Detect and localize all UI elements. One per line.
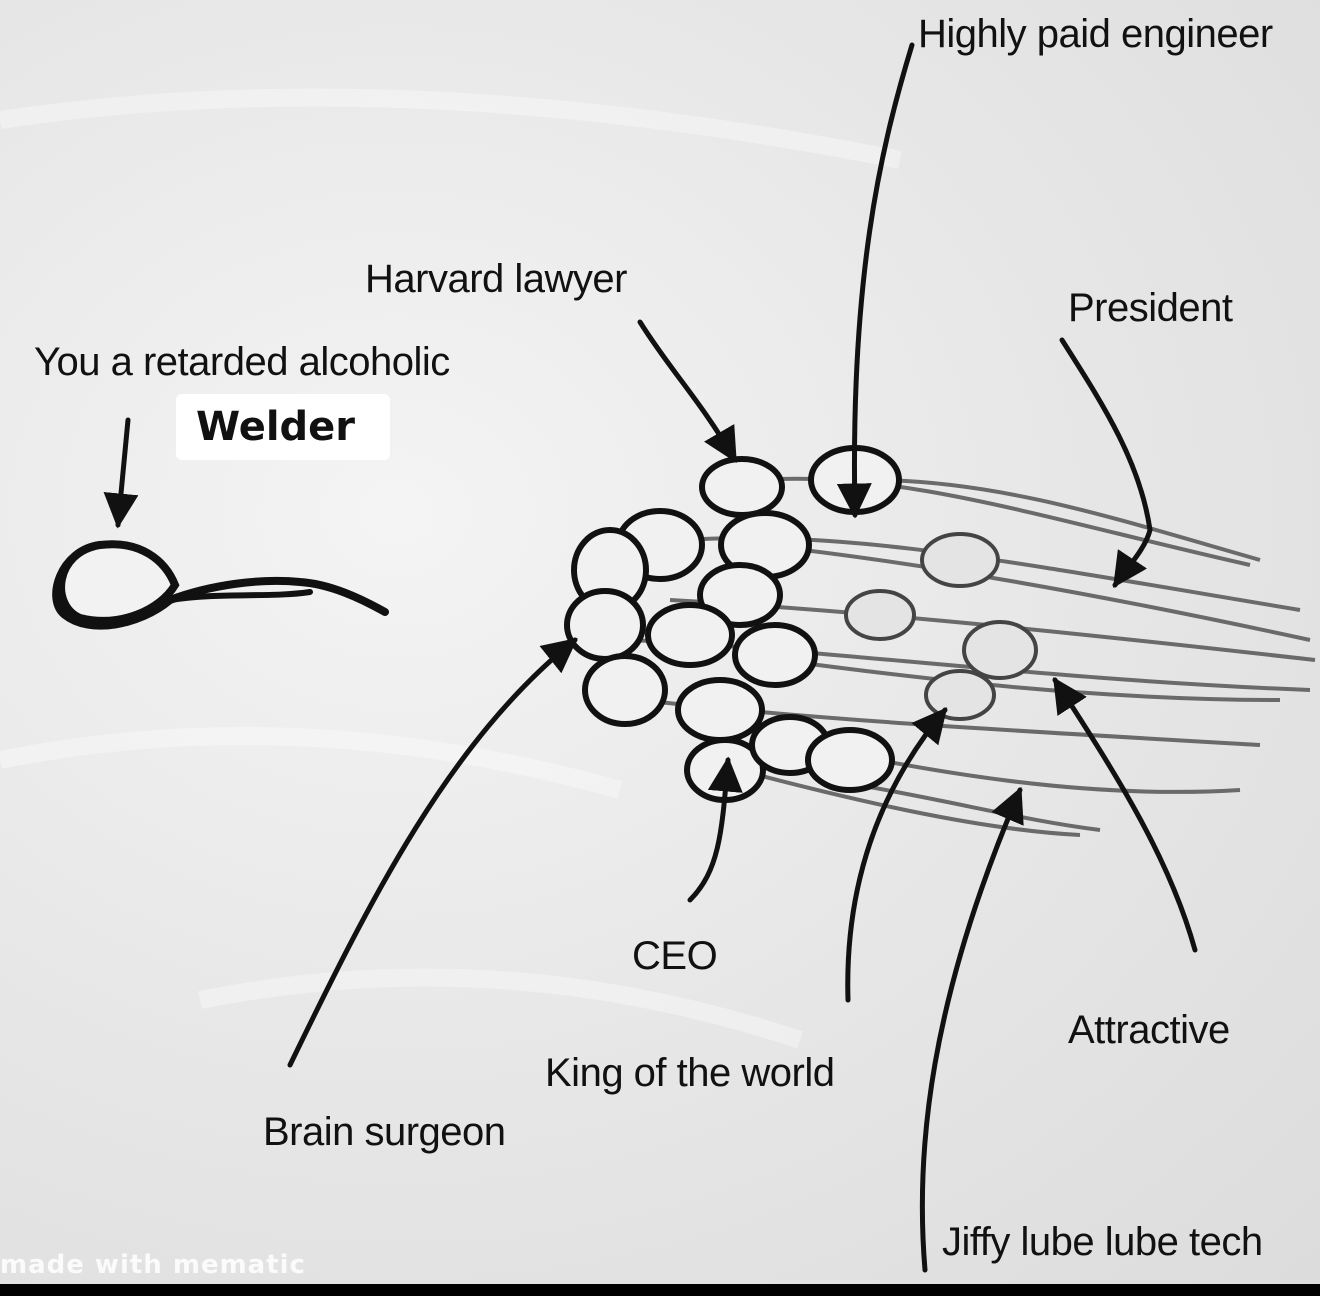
label-president: President — [1068, 286, 1233, 330]
label-king-of-the-world: King of the world — [545, 1051, 835, 1095]
watermark: made with mematic — [0, 1250, 306, 1280]
label-brain-surgeon: Brain surgeon — [263, 1110, 506, 1154]
label-engineer: Highly paid engineer — [918, 12, 1273, 56]
label-welder-line1: You a retarded alcoholic — [34, 340, 450, 384]
welder-highlight: Welder — [176, 394, 390, 460]
label-ceo: CEO — [632, 934, 718, 978]
label-welder-line2: Welder — [196, 404, 356, 450]
paper-texture — [0, 88, 902, 1049]
sperm-cluster — [564, 445, 1316, 837]
label-attractive: Attractive — [1068, 1008, 1230, 1052]
label-jiffy-lube-tech: Jiffy lube lube tech — [942, 1220, 1263, 1264]
arrows — [103, 42, 1198, 1273]
welder-sperm — [52, 540, 389, 630]
label-harvard-lawyer: Harvard lawyer — [365, 257, 627, 301]
bottom-bar — [0, 1284, 1320, 1296]
